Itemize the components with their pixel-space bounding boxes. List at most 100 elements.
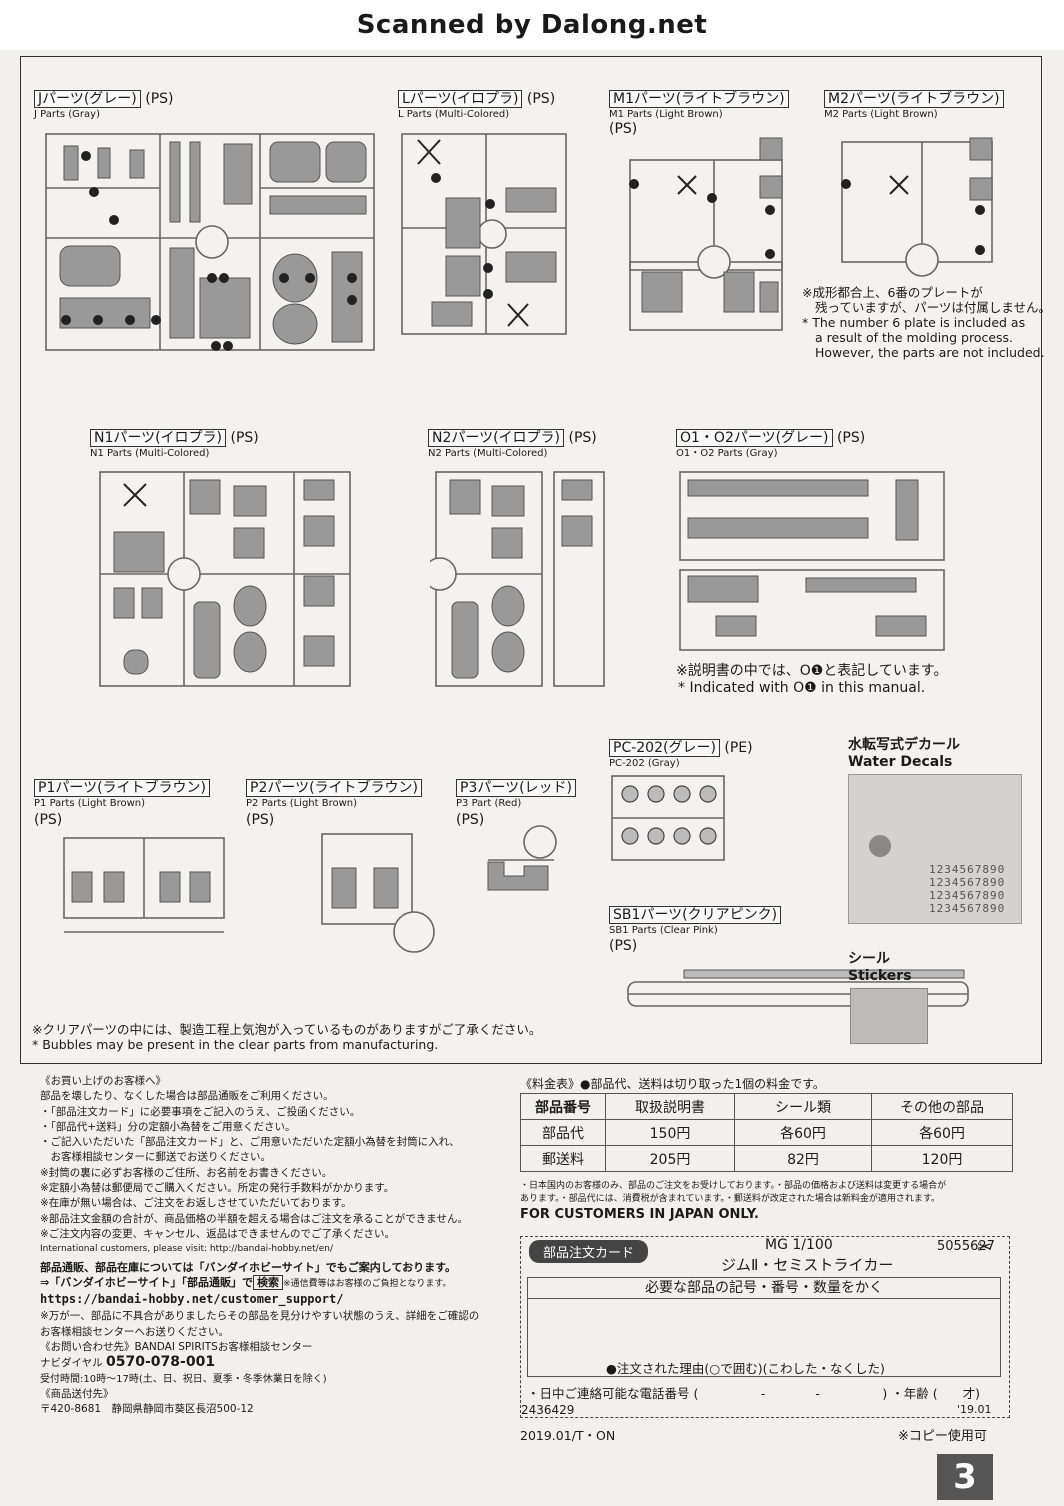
decals-title: 水転写式デカール Water Decals [848,737,960,771]
japan-only-notice: FOR CUSTOMERS IN JAPAN ONLY. [520,1207,759,1222]
n1-parts-mat: (PS) [230,430,259,446]
l-parts-en: L Parts (Multi-Colored) [398,109,510,120]
fee-header: その他の部品 [871,1093,1013,1120]
decals-jp: 水転写式デカール [848,737,960,753]
navi-dial-label: ナビダイヤル [40,1357,103,1370]
m-plate-note: ※成形都合上、6番のプレートが 残っていますが、パーツは付属しません。 * Th… [802,285,1051,360]
customer-line: 部品を壊したり、なくした場合は部品通販をご利用ください。 [40,1090,334,1103]
fee-cell: 部品代 [520,1119,606,1146]
runner-p2 [321,833,435,953]
title-o-parts: O1・O2パーツ(グレー) (PS) O1・O2 Parts (Gray) [676,429,865,459]
pc202-jp: PC-202(グレー) [609,739,720,757]
sb1-parts-mat: (PS) [609,938,638,954]
table-row: 郵送料 205円 82円 120円 [520,1145,1013,1172]
fee-header: 部品番号 [520,1093,606,1120]
customer-line: ・「部品注文カード」に必要事項をご記入のうえ、ご投函ください。 [40,1105,361,1118]
title-p1-parts: P1パーツ(ライトブラウン) P1 Parts (Light Brown) (P… [34,779,210,828]
support-url[interactable]: https://bandai-hobby.net/customer_suppor… [40,1292,344,1307]
stickers-en: Stickers [848,968,912,984]
sb1-parts-jp: SB1パーツ(クリアピンク) [609,906,782,924]
p2-parts-mat: (PS) [246,812,275,828]
customer-line: ※在庫が無い場合は、ご注文をお返しさせていただいております。 [40,1197,352,1210]
fee-header: シール類 [734,1093,872,1120]
phone-number: 0570-078-001 [106,1354,216,1371]
runner-j [45,133,375,351]
order-date: '19.01 [957,1403,992,1416]
fee-cell: 205円 [605,1145,735,1172]
runner-m1 [629,137,783,331]
m-note-jp1: ※成形都合上、6番のプレートが [802,285,983,300]
order-entry-box[interactable]: 必要な部品の記号・番号・数量をかく ●注文された理由(○で囲む)(こわした・なく… [527,1277,1001,1377]
m2-parts-jp: M2パーツ(ライトブラウン) [824,90,1004,108]
order-card-line: MG 1/100 [765,1237,833,1253]
runner-l [401,133,567,335]
customer-line: ※定額小為替は郵便局でご購入ください。所定の発行手数料がかかります。 [40,1182,395,1195]
fee-fine-2: あります。・部品代には、消費税が含まれています。・郵送料が改定された場合は新料金… [520,1194,941,1204]
n2-parts-en: N2 Parts (Multi-Colored) [428,448,548,459]
search-box[interactable]: 検索 [253,1274,284,1290]
customer-line: 受付時間:10時〜17時(土、日、祝日、夏季・冬季休業日を除く) [40,1373,327,1385]
m-note-en3: However, the parts are not included. [815,345,1045,360]
page-number: 3 [937,1454,993,1500]
fee-table-title: 《料金表》●部品代、送料は切り取った1個の料金です。 [520,1077,825,1091]
sb1-parts-en: SB1 Parts (Clear Pink) [609,925,718,936]
customer-line: ※万が一、部品に不具合がありましたらその部品を見分けやすい状態のうえ、詳細をご確… [40,1310,480,1323]
scan-banner: Scanned by Dalong.net [0,0,1064,50]
runner-o [679,471,945,651]
fee-header-row: 部品番号 取扱説明書 シール類 その他の部品 [520,1093,1013,1120]
fee-cell: 150円 [605,1119,735,1146]
runner-m2 [841,137,993,277]
p2-parts-en: P2 Parts (Light Brown) [246,798,358,809]
o-parts-en: O1・O2 Parts (Gray) [676,448,778,459]
runner-n1 [99,471,351,687]
order-card[interactable]: 部品注文カード MG 1/100 ジムⅡ・セミストライカー 5055627 ✂ … [520,1236,1010,1418]
m1-parts-en: M1 Parts (Light Brown) [609,109,723,120]
stickers-jp: シール [848,951,890,967]
title-m2-parts: M2パーツ(ライトブラウン) M2 Parts (Light Brown) [824,90,1004,120]
fee-cell: 各60円 [734,1119,872,1146]
pc202-mat: (PE) [724,740,753,756]
title-n2-parts: N2パーツ(イロプラ) (PS) N2 Parts (Multi-Colored… [428,429,597,459]
o-parts-mat: (PS) [836,430,866,446]
footer-code: 2019.01/T・ON [520,1428,616,1443]
international-url[interactable]: International customers, please visit: h… [40,1244,333,1255]
n2-parts-mat: (PS) [568,430,597,446]
m-note-en2: a result of the molding process. [815,330,1014,345]
stickers-title: シール Stickers [848,951,912,985]
fee-cell: 各60円 [871,1119,1013,1146]
p3-parts-mat: (PS) [456,812,485,828]
customer-info: 《お買い上げのお客様へ》 部品を壊したり、なくした場合は部品通販をご利用ください… [40,1074,479,1418]
order-reason: ●注文された理由(○で囲む)(こわした・なくした) [606,1361,885,1376]
decal-digits-4: 1234567890 [929,902,1006,915]
p1-parts-mat: (PS) [34,812,63,828]
p1-parts-en: P1 Parts (Light Brown) [34,798,146,809]
o-parts-jp: O1・O2パーツ(グレー) [676,429,833,447]
p1-parts-jp: P1パーツ(ライトブラウン) [34,779,210,797]
n1-parts-jp: N1パーツ(イロプラ) [90,429,227,447]
o-parts-note: ※説明書の中では、O❶と表記しています。 * Indicated with O❶… [676,663,947,697]
l-parts-jp: Lパーツ(イロプラ) [398,90,523,108]
runner-p3 [487,825,557,891]
o-note-jp: ※説明書の中では、O❶と表記しています。 [676,663,948,679]
pc202-en: PC-202 (Gray) [609,758,680,769]
customer-line: ・ご記入いただいた「部品注文カード」と、ご用意いただいた定額小為替を封筒に入れ、 [40,1136,460,1149]
customer-line: ※通信費等はお客様のご負担となります。 [283,1278,452,1289]
n1-parts-en: N1 Parts (Multi-Colored) [90,448,210,459]
n2-parts-jp: N2パーツ(イロプラ) [428,429,565,447]
decals-en: Water Decals [848,754,953,770]
l-parts-mat: (PS) [526,91,556,107]
order-card-product: ジムⅡ・セミストライカー [721,1256,894,1274]
fee-fine-print: ・日本国内のお客様のみ、部品のご注文をお受けしております。・部品の価格および送料… [520,1180,946,1206]
order-instruction: 必要な部品の記号・番号・数量をかく [528,1278,1000,1299]
decal-digits-2: 1234567890 [929,876,1006,889]
customer-line: 《お買い上げのお客様へ》 [40,1075,166,1087]
title-sb1-parts: SB1パーツ(クリアピンク) SB1 Parts (Clear Pink) (P… [609,906,782,954]
runner-pc202 [611,775,725,861]
decal-sheet: 1234567890 1234567890 1234567890 1234567… [848,774,1022,924]
title-l-parts: Lパーツ(イロプラ) (PS) L Parts (Multi-Colored) [398,90,555,120]
fee-cell: 郵送料 [520,1145,606,1172]
fee-fine-1: ・日本国内のお客様のみ、部品のご注文をお受けしております。・部品の価格および送料… [520,1181,947,1191]
o-note-en: * Indicated with O❶ in this manual. [678,680,926,696]
order-phone-field[interactable]: ・日中ご連絡可能な電話番号 ( - - ) ・年齢 ( 才) [527,1386,980,1401]
decal-digits-1: 1234567890 [929,863,1006,876]
